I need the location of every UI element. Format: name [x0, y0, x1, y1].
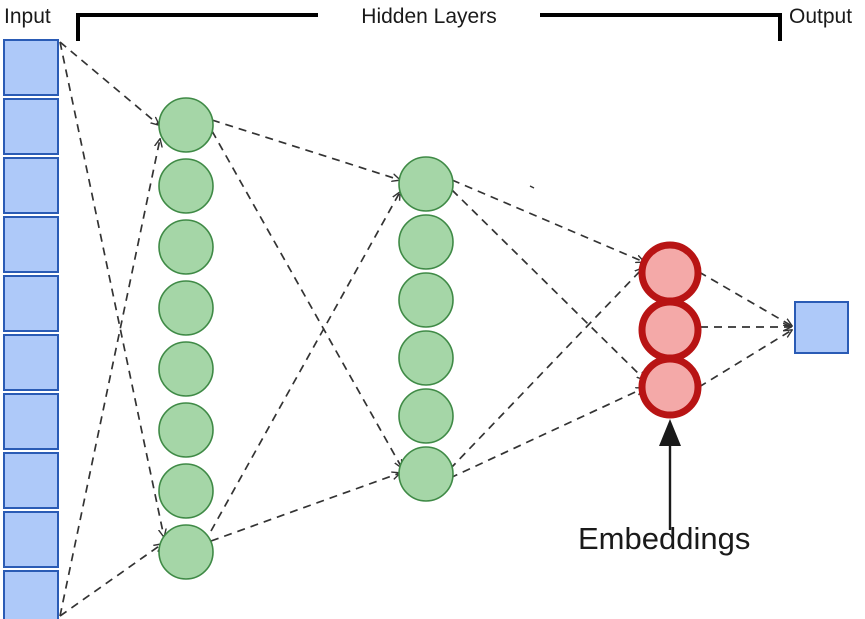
edges-hidden1-to-hidden2 — [210, 119, 402, 542]
hidden2-node-1 — [398, 156, 454, 212]
output-layer — [794, 301, 849, 354]
output-node-1 — [794, 301, 849, 354]
hidden-layer-1 — [158, 97, 214, 580]
embeddings-label: Embeddings — [578, 521, 751, 556]
input-layer-label: Input — [4, 5, 51, 28]
hidden2-node-3 — [398, 272, 454, 328]
hidden1-node-7 — [158, 463, 214, 519]
input-node-9 — [3, 511, 59, 568]
hidden2-node-5 — [398, 388, 454, 444]
input-node-5 — [3, 275, 59, 332]
input-node-10 — [3, 570, 59, 619]
embedding-node-3 — [638, 355, 702, 419]
hidden1-node-6 — [158, 402, 214, 458]
embeddings-callout-arrow — [659, 419, 681, 530]
hidden1-node-8 — [158, 524, 214, 580]
hidden1-node-5 — [158, 341, 214, 397]
edges-embeddings-to-output — [698, 271, 792, 388]
hidden1-node-2 — [158, 158, 214, 214]
input-layer — [3, 39, 59, 619]
hidden-layers-label: Hidden Layers — [361, 5, 497, 28]
input-node-7 — [3, 393, 59, 450]
hidden-layers-bracket — [76, 13, 782, 41]
hidden2-node-6 — [398, 446, 454, 502]
input-node-2 — [3, 98, 59, 155]
input-node-1 — [3, 39, 59, 96]
input-node-8 — [3, 452, 59, 509]
embedding-layer — [638, 241, 702, 419]
hidden2-node-2 — [398, 214, 454, 270]
hidden-layer-2 — [398, 156, 454, 502]
edges-input-to-hidden1 — [59, 41, 164, 617]
embedding-node-1 — [638, 241, 702, 305]
hidden1-node-3 — [158, 219, 214, 275]
stray-mark — [529, 185, 535, 189]
hidden1-node-4 — [158, 280, 214, 336]
input-node-6 — [3, 334, 59, 391]
hidden2-node-4 — [398, 330, 454, 386]
hidden1-node-1 — [158, 97, 214, 153]
input-node-3 — [3, 157, 59, 214]
input-node-4 — [3, 216, 59, 273]
edges-hidden2-to-embeddings — [449, 179, 645, 479]
output-layer-label: Output — [789, 5, 853, 28]
embedding-node-2 — [638, 298, 702, 362]
